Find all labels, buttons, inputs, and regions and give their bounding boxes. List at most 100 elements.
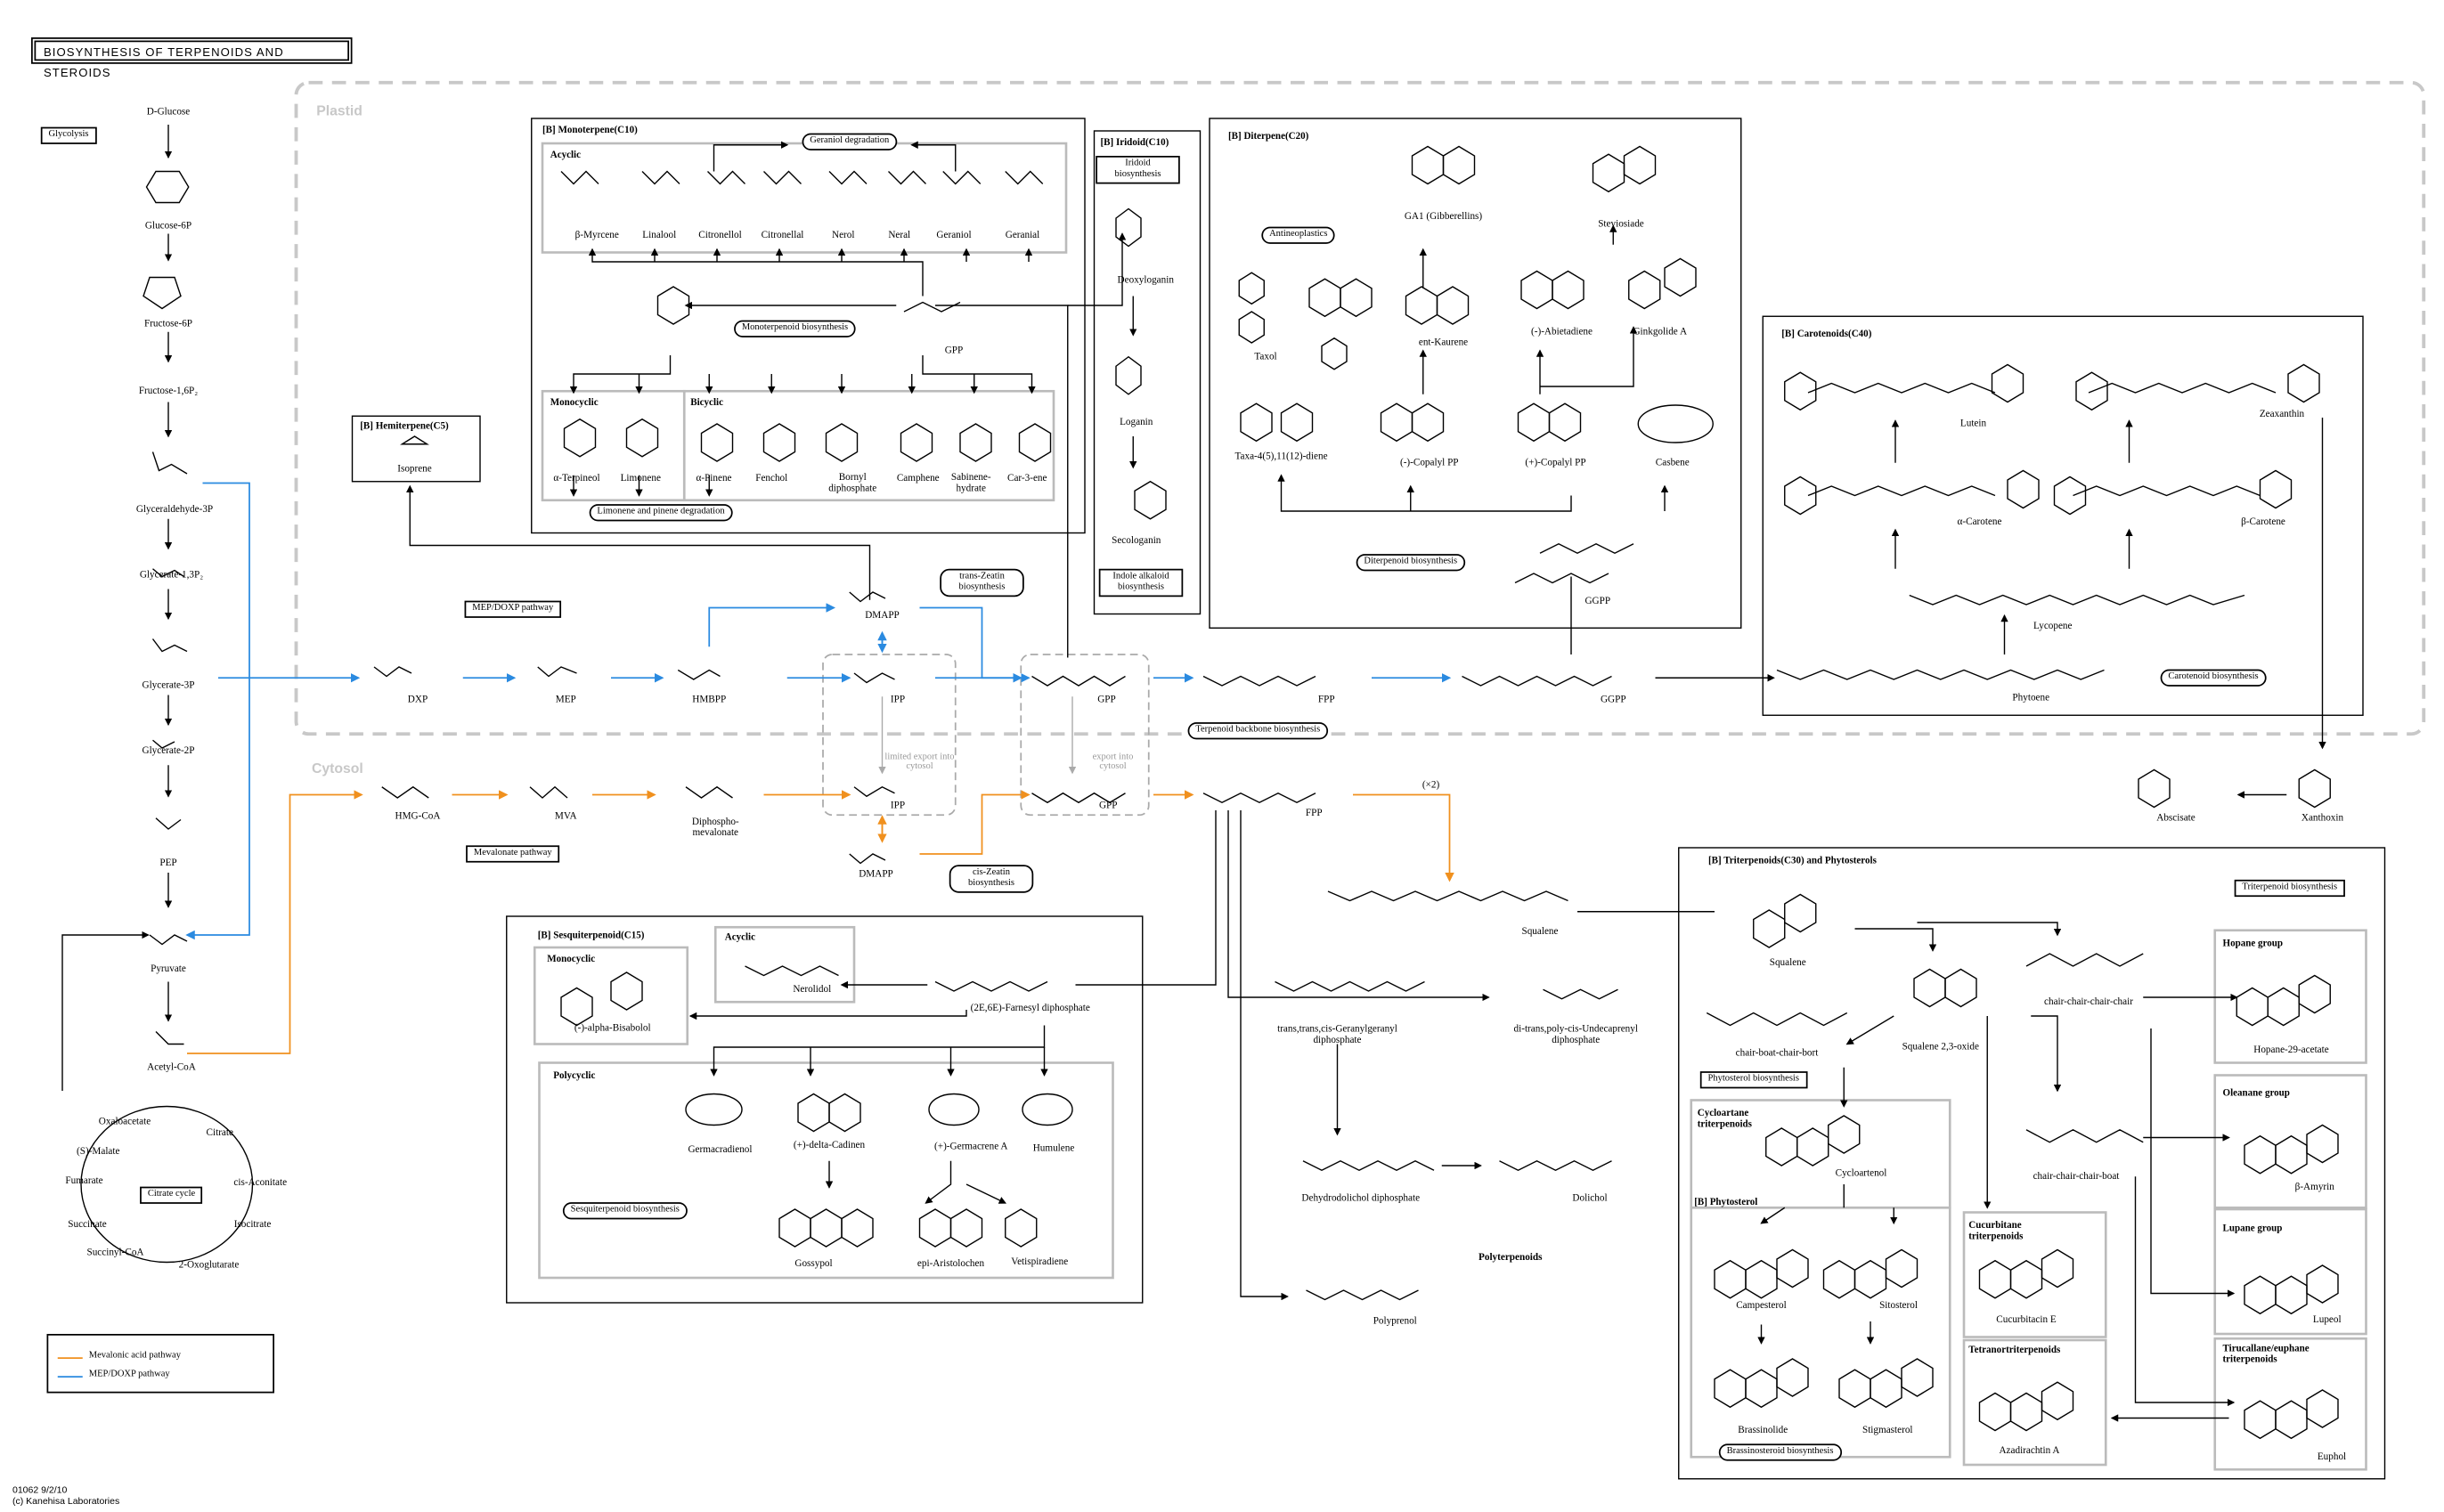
compound-car-3-ene[interactable]: Car-3-ene <box>1007 473 1047 484</box>
sesquiterpenoid-biosynthesis-map-link[interactable]: Sesquiterpenoid biosynthesis <box>562 1202 688 1220</box>
compound-nerol[interactable]: Nerol <box>832 230 855 241</box>
compound-lutein[interactable]: Lutein <box>1959 418 1987 430</box>
compound-farnesyl-diphosphate[interactable]: (2E,6E)-Farnesyl diphosphate <box>970 1003 1090 1014</box>
mevalonate-pathway-box[interactable]: Mevalonate pathway <box>466 845 560 863</box>
compound-gpp-monoterpene[interactable]: GPP <box>944 345 964 356</box>
compound-geranylgeranyl-diphosphate[interactable]: trans,trans,cis-Geranylgeranyl diphospha… <box>1277 1023 1397 1046</box>
compound-glycerate-2p[interactable]: Glycerate-2P <box>142 745 195 757</box>
compound-ggpp[interactable]: GGPP <box>1600 694 1626 705</box>
compound-copalyl-pp-minus[interactable]: (-)-Copalyl PP <box>1399 457 1459 468</box>
compound-sabinene-hydrate[interactable]: Sabinene-hydrate <box>950 472 991 494</box>
indole-alkaloid-map-link[interactable]: Indole alkaloid biosynthesis <box>1098 568 1184 597</box>
compound-lycopene[interactable]: Lycopene <box>2033 621 2073 632</box>
compound-gpp-plastid[interactable]: GPP <box>1097 694 1116 705</box>
triterpenoid-biosynthesis-map-link[interactable]: Triterpenoid biosynthesis <box>2234 879 2345 898</box>
compound-deoxyloganin[interactable]: Deoxyloganin <box>1117 274 1174 287</box>
compound-sitosterol[interactable]: Sitosterol <box>1879 1300 1918 1312</box>
compound-dmapp-cytosol[interactable]: DMAPP <box>859 868 893 880</box>
compound-squalene-cytosol[interactable]: Squalene <box>1521 926 1559 938</box>
antineoplastics-map-link[interactable]: Antineoplastics <box>1261 226 1336 244</box>
carotenoid-biosynthesis-map-link[interactable]: Carotenoid biosynthesis <box>2160 669 2267 687</box>
compound-pep[interactable]: PEP <box>159 858 177 869</box>
compound-dolichol[interactable]: Dolichol <box>1572 1192 1608 1204</box>
mep-doxp-pathway-box[interactable]: MEP/DOXP pathway <box>464 600 561 618</box>
compound-fenchol[interactable]: Fenchol <box>755 473 788 484</box>
compound-abscisate[interactable]: Abscisate <box>2156 812 2196 824</box>
compound-polyprenol[interactable]: Polyprenol <box>1373 1315 1417 1328</box>
compound-mva[interactable]: MVA <box>554 810 577 823</box>
compound-ggpp-diterpene[interactable]: GGPP <box>1585 596 1611 607</box>
compound-alpha-terpineol[interactable]: α-Terpineol <box>553 473 600 484</box>
compound-germacradienol[interactable]: Germacradienol <box>688 1144 753 1156</box>
compound-chair-boat-chair-bort[interactable]: chair-boat-chair-bort <box>1735 1047 1819 1060</box>
compound-hmg-coa[interactable]: HMG-CoA <box>395 810 441 823</box>
compound-epi-aristolochen[interactable]: epi-Aristolochen <box>916 1258 985 1270</box>
compound-lupeol[interactable]: Lupeol <box>2312 1314 2342 1326</box>
compound-euphol[interactable]: Euphol <box>2317 1451 2347 1463</box>
compound-bornyl-diphosphate[interactable]: Bornyl diphosphate <box>828 472 877 494</box>
compound-cucurbitacin-e[interactable]: Cucurbitacin E <box>1996 1314 2057 1326</box>
compound-dxp[interactable]: DXP <box>407 694 428 705</box>
compound-stigmasterol[interactable]: Stigmasterol <box>1862 1425 1913 1436</box>
compound-neral[interactable]: Neral <box>888 230 911 241</box>
compound-citrate[interactable]: Citrate <box>206 1127 233 1139</box>
limonene-pinene-degradation-map-link[interactable]: Limonene and pinene degradation <box>589 504 733 522</box>
compound-hopane-29-acetate[interactable]: Hopane-29-acetate <box>2253 1045 2329 1056</box>
terpenoid-backbone-map-link[interactable]: Terpenoid backbone biosynthesis <box>1187 722 1328 740</box>
compound-oxaloacetate[interactable]: Oxaloacetate <box>98 1116 151 1128</box>
compound-squalene-oxide[interactable]: Squalene 2,3-oxide <box>1902 1041 1979 1053</box>
compound-alpha-pinene[interactable]: α-Pinene <box>696 473 732 484</box>
compound-zeaxanthin[interactable]: Zeaxanthin <box>2259 409 2305 420</box>
compound-chair-chair-chair-chair[interactable]: chair-chair-chair-chair <box>2044 996 2133 1008</box>
compound-linalool[interactable]: Linalool <box>642 230 677 241</box>
compound-campesterol[interactable]: Campesterol <box>1736 1300 1787 1312</box>
compound-acetyl-coa[interactable]: Acetyl-CoA <box>147 1061 196 1073</box>
compound-citronellal[interactable]: Citronellal <box>761 230 804 241</box>
compound-fructose-6p[interactable]: Fructose-6P <box>143 318 193 330</box>
compound-vetispiradiene[interactable]: Vetispiradiene <box>1011 1256 1069 1268</box>
compound-ginkgolide-a[interactable]: Ginkgolide A <box>1633 326 1688 337</box>
compound-dmapp-plastid[interactable]: DMAPP <box>865 610 900 622</box>
compound-humulene[interactable]: Humulene <box>1032 1142 1075 1154</box>
compound-cis-aconitate[interactable]: cis-Aconitate <box>233 1177 288 1189</box>
compound-diphospho-mevalonate[interactable]: Diphospho-mevalonate <box>691 817 739 839</box>
compound-germacrene-a[interactable]: (+)-Germacrene A <box>934 1141 1008 1153</box>
citrate-cycle-map-link[interactable]: Citrate cycle <box>140 1186 203 1204</box>
compound-glucose-6p[interactable]: Glucose-6P <box>144 220 192 232</box>
compound-copalyl-pp-plus[interactable]: (+)-Copalyl PP <box>1525 457 1586 468</box>
compound-chair-chair-chair-boat[interactable]: chair-chair-chair-boat <box>2033 1171 2120 1183</box>
compound-2-oxoglutarate[interactable]: 2-Oxoglutarate <box>178 1259 240 1272</box>
compound-mep[interactable]: MEP <box>555 694 576 705</box>
compound-fructose-16p2[interactable]: Fructose-1,6P₂ <box>138 386 199 397</box>
monoterpenoid-biosynthesis-map-link[interactable]: Monoterpenoid biosynthesis <box>734 320 856 337</box>
compound-isocitrate[interactable]: Isocitrate <box>233 1219 272 1231</box>
compound-succinyl-coa[interactable]: Succinyl-CoA <box>86 1247 144 1259</box>
compound-taxadiene[interactable]: Taxa-4(5),11(12)-diene <box>1234 451 1328 462</box>
compound-steviosiade[interactable]: Steviosiade <box>1598 218 1644 231</box>
compound-geranial[interactable]: Geranial <box>1005 230 1040 241</box>
compound-squalene-triterpenoid[interactable]: Squalene <box>1769 957 1806 969</box>
compound-isoprene[interactable]: Isoprene <box>397 463 432 475</box>
compound-geraniol[interactable]: Geraniol <box>936 230 972 241</box>
compound-cycloartenol[interactable]: Cycloartenol <box>1835 1167 1887 1179</box>
geraniol-degradation-map-link[interactable]: Geraniol degradation <box>802 133 897 150</box>
compound-alpha-bisabolol[interactable]: (-)-alpha-Bisabolol <box>574 1022 651 1035</box>
compound-dehydrodolichol-diphosphate[interactable]: Dehydrodolichol diphosphate <box>1301 1192 1421 1204</box>
trans-zeatin-map-link[interactable]: trans-Zeatin biosynthesis <box>940 568 1024 597</box>
compound-casbene[interactable]: Casbene <box>1655 457 1690 468</box>
compound-d-glucose[interactable]: D-Glucose <box>146 106 191 118</box>
diterpenoid-biosynthesis-map-link[interactable]: Diterpenoid biosynthesis <box>1356 554 1465 572</box>
compound-gpp-cytosol[interactable]: GPP <box>1098 800 1118 811</box>
glycolysis-map-link[interactable]: Glycolysis <box>40 126 97 144</box>
compound-s-malate[interactable]: (S)-Malate <box>77 1146 120 1158</box>
compound-pyruvate[interactable]: Pyruvate <box>151 963 186 975</box>
compound-ipp-plastid[interactable]: IPP <box>890 694 906 705</box>
compound-beta-carotene[interactable]: β-Carotene <box>2241 516 2285 528</box>
compound-undecaprenyl-diphosphate[interactable]: di-trans,poly-cis-Undecaprenyl diphospha… <box>1513 1023 1638 1046</box>
compound-alpha-carotene[interactable]: α-Carotene <box>1957 516 2002 528</box>
compound-ipp-cytosol[interactable]: IPP <box>890 800 906 811</box>
compound-nerolidol[interactable]: Nerolidol <box>793 984 832 996</box>
compound-brassinolide[interactable]: Brassinolide <box>1738 1425 1788 1436</box>
compound-beta-myrcene[interactable]: β-Myrcene <box>574 230 619 241</box>
compound-gossypol[interactable]: Gossypol <box>794 1258 833 1270</box>
